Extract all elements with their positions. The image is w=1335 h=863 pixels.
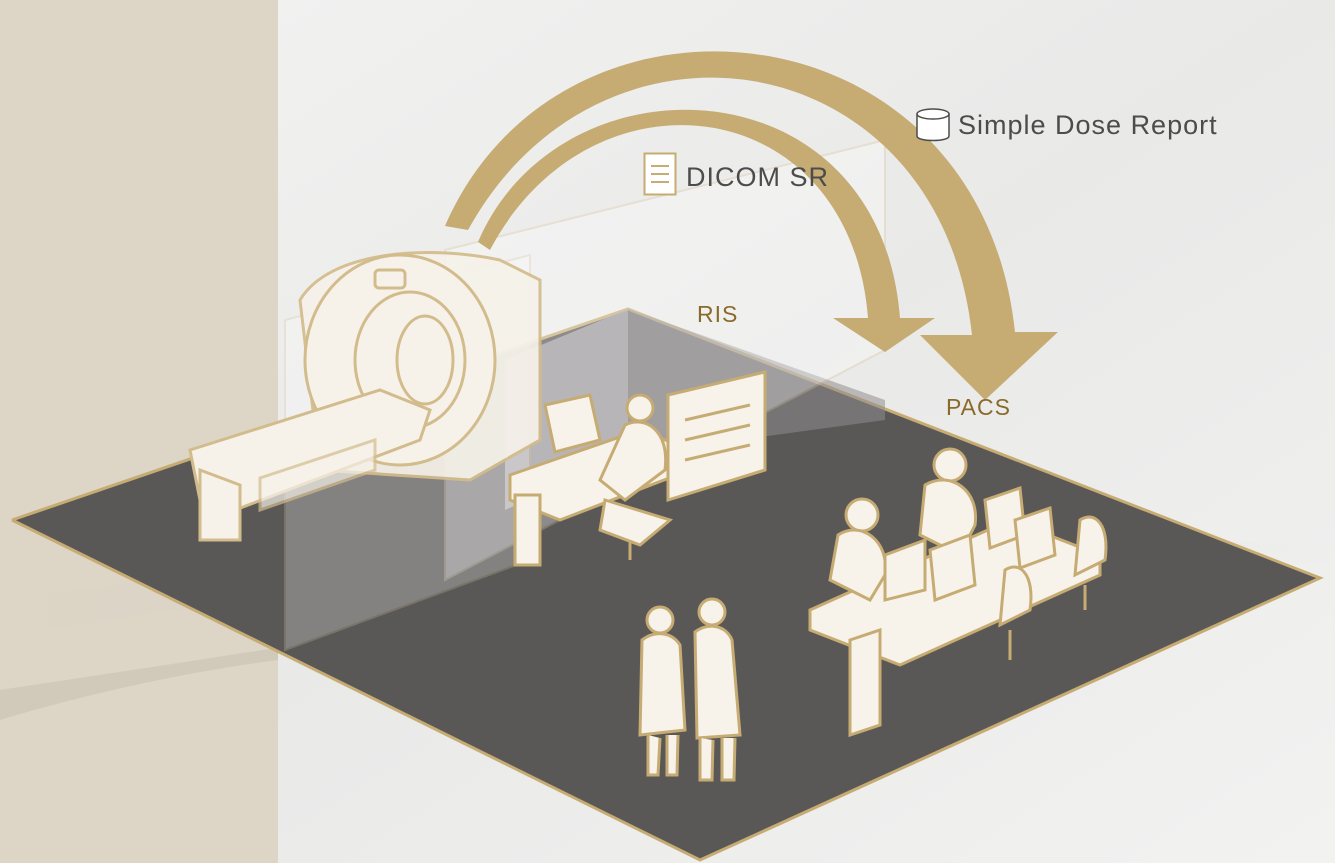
standing-staff [638, 597, 742, 782]
pacs-label: PACS [946, 394, 1011, 420]
dicom-sr-label: DICOM SR [686, 162, 829, 192]
cylinder-icon [915, 106, 951, 142]
arrow-dicom-sr [478, 109, 935, 352]
background-streak-2 [0, 648, 278, 720]
ris-label: RIS [697, 301, 739, 327]
simple-dose-report-label: Simple Dose Report [958, 110, 1218, 140]
pacs-workstations [808, 447, 1108, 738]
ct-scanner [188, 251, 542, 542]
arrow-simple-dose-report [445, 51, 1058, 400]
ris-operator-desk [508, 370, 767, 567]
left-band [0, 0, 278, 863]
document-icon [643, 152, 677, 196]
